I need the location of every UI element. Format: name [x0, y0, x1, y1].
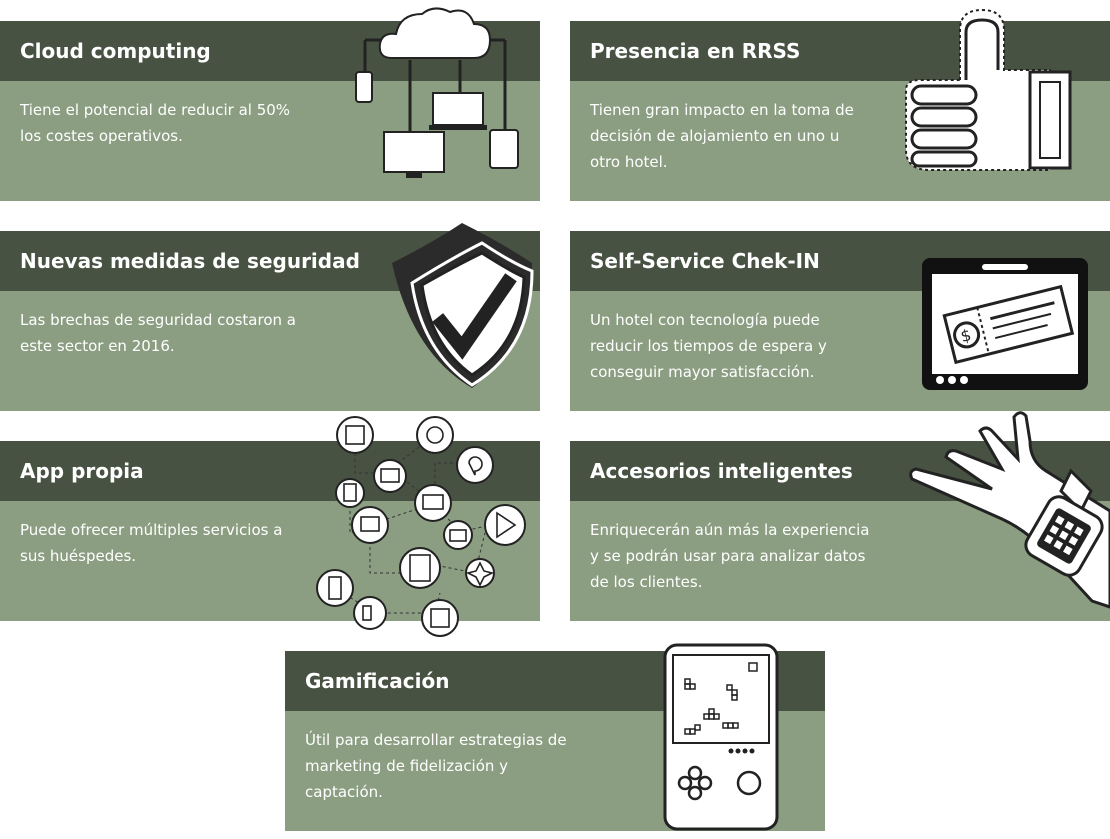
card-text: Útil para desarrollar estrategias de mar… [305, 731, 567, 801]
card-text: Tienen gran impacto en la toma de decisi… [590, 101, 854, 171]
app-network-icon [316, 416, 526, 637]
card-app-propia: App propia Puede ofrecer múltiples servi… [0, 416, 540, 637]
smartwatch-hand-icon [909, 411, 1110, 609]
card-accesorios: Accesorios inteligentes Enriquecerán aún… [570, 411, 1110, 621]
card-gamificacion: Gamificación Útil para desarrollar estra… [285, 643, 825, 831]
card-text: Enriquecerán aún más la experiencia y se… [590, 521, 870, 591]
card-seguridad: Nuevas medidas de seguridad Las brechas … [0, 223, 540, 411]
card-text: Puede ofrecer múltiples servicios a sus … [20, 521, 283, 565]
card-presencia-rrss: Presencia en RRSS Tienen gran impacto en… [570, 8, 1110, 201]
card-cloud-computing: Cloud computing Tiene el potencial de re… [0, 7, 540, 201]
card-title: App propia [0, 441, 540, 501]
cloud-devices-icon [355, 7, 519, 178]
shield-check-icon [392, 223, 534, 388]
tablet-ticket-icon: $ [922, 258, 1088, 390]
card-text: Las brechas de seguridad costaron a este… [20, 311, 296, 355]
card-text: Un hotel con tecnología puede reducir lo… [590, 311, 827, 381]
card-text: Tiene el potencial de reducir al 50% los… [20, 101, 291, 145]
thumbs-up-icon [905, 8, 1072, 171]
card-self-service: Self-Service Chek-IN Un hotel con tecnol… [570, 231, 1110, 411]
svg-text:$: $ [959, 325, 973, 346]
game-console-icon [663, 643, 779, 831]
